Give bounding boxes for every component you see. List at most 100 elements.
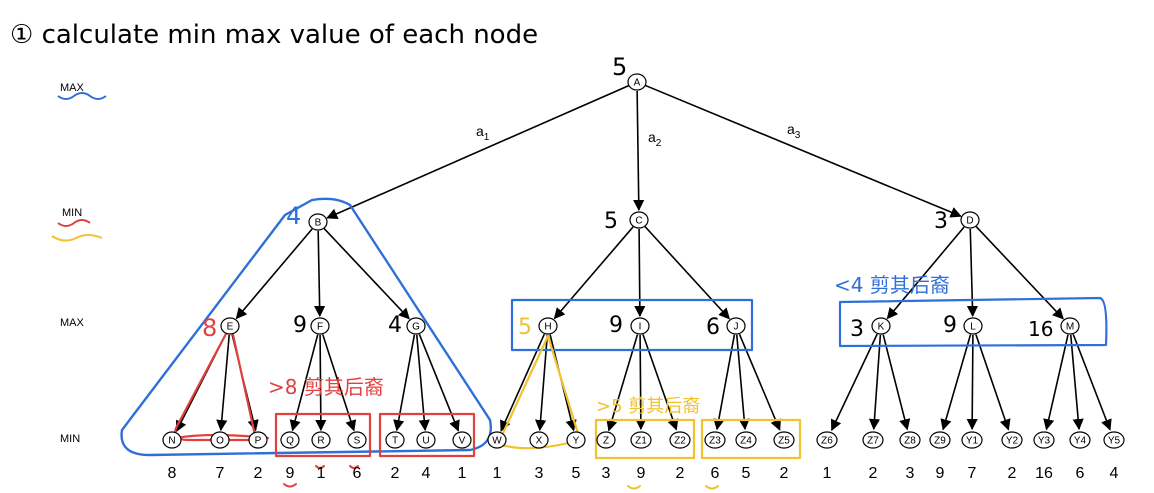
red-box-QRS: [274, 412, 372, 458]
max-underline: [57, 92, 107, 100]
node-value-M: 16: [1028, 317, 1053, 341]
node-value-K: 3: [850, 317, 864, 342]
edge-A-C: [633, 90, 645, 212]
node-Z6: Z6: [816, 431, 838, 449]
node-A: A: [627, 73, 647, 91]
node-value-E: 8: [202, 314, 217, 342]
red-mark-Q: [283, 483, 297, 488]
yellow-box-Z-Z2: [594, 418, 696, 460]
annotation-pruned-d: <4 剪其后裔: [834, 273, 950, 297]
node-Y4: Y4: [1069, 431, 1091, 449]
leaf-value-Z9: 9: [936, 465, 945, 482]
red-mark-R: [315, 465, 325, 469]
edge-G-U: [415, 334, 430, 432]
node-value-C: 5: [604, 209, 618, 234]
node-L: L: [963, 317, 983, 335]
annotation-pruned-i: >5 剪其后裔: [596, 396, 700, 417]
red-box-TUV: [378, 412, 476, 458]
edge-C-I: [634, 228, 646, 318]
node-label-B: B: [315, 218, 322, 229]
leaf-value-Z3: 6: [711, 465, 720, 482]
leaf-value-O: 7: [216, 465, 225, 482]
node-F: F: [310, 317, 330, 335]
node-label-J: J: [734, 322, 739, 333]
edge-K-Z6: [830, 333, 878, 432]
node-value-I: 9: [609, 313, 623, 338]
node-Q: Q: [280, 431, 300, 449]
yellow-box-Z3-Z5: [700, 418, 802, 460]
leaf-value-Y1: 7: [968, 465, 977, 482]
node-Z: Z: [596, 431, 616, 449]
node-I: I: [630, 317, 650, 335]
node-G: G: [406, 317, 426, 335]
node-label-X: X: [536, 436, 543, 447]
node-label-Q: Q: [286, 436, 294, 447]
node-label-C: C: [635, 216, 642, 227]
node-label-K: K: [878, 322, 885, 333]
yellow-mark-Z3: [705, 485, 719, 490]
node-label-Y4: Y4: [1074, 436, 1087, 447]
node-label-Z7: Z7: [867, 436, 879, 447]
leaf-value-Z: 3: [602, 465, 611, 482]
leaf-value-N: 8: [168, 465, 177, 482]
node-label-U: U: [422, 436, 429, 447]
leaf-value-V: 1: [458, 465, 467, 482]
node-Z4: Z4: [735, 431, 757, 449]
leaf-value-R: 1: [317, 465, 326, 482]
node-N: N: [162, 431, 182, 449]
edge-M-Y3: [1043, 334, 1069, 431]
edge-A-B: [326, 84, 630, 220]
node-Y2: Y2: [1001, 431, 1023, 449]
node-X: X: [529, 431, 549, 449]
level-label-min-1: MIN: [62, 207, 82, 219]
node-value-G: 4: [388, 313, 402, 338]
edge-B-E: [235, 228, 313, 320]
leaf-value-Q: 9: [286, 465, 295, 482]
node-value-F: 9: [293, 313, 307, 338]
node-Y1: Y1: [961, 431, 983, 449]
leaf-value-S: 6: [353, 465, 362, 482]
node-label-W: W: [492, 436, 502, 447]
node-label-Y5: Y5: [1108, 436, 1121, 447]
node-label-Z5: Z5: [778, 436, 790, 447]
node-label-H: H: [544, 322, 551, 333]
node-Y5: Y5: [1103, 431, 1125, 449]
node-S: S: [347, 431, 367, 449]
node-label-Z: Z: [603, 436, 609, 447]
yellow-triangle-H: [496, 334, 582, 450]
node-V: V: [452, 431, 472, 449]
node-Z5: Z5: [773, 431, 795, 449]
node-C: C: [629, 211, 649, 229]
red-triangle-E: [174, 328, 258, 442]
node-label-Y2: Y2: [1006, 436, 1019, 447]
leaf-value-Z8: 3: [906, 465, 915, 482]
tree-edges: [175, 84, 1112, 433]
edge-D-M: [975, 225, 1064, 320]
edge-C-J: [644, 226, 731, 320]
node-value-H: 5: [518, 315, 532, 340]
edge-J-Z5: [738, 333, 781, 431]
edge-B-G: [323, 228, 410, 320]
leaf-value-W: 1: [493, 465, 502, 482]
node-label-F: F: [317, 322, 323, 333]
edge-M-Y5: [1072, 334, 1112, 431]
node-label-Z4: Z4: [740, 436, 752, 447]
node-label-V: V: [459, 436, 466, 447]
red-mark-S: [349, 465, 359, 469]
node-R: R: [311, 431, 331, 449]
edge-L-Z9: [940, 334, 972, 431]
node-label-Z9: Z9: [934, 436, 946, 447]
node-label-I: I: [639, 322, 642, 333]
edge-H-W: [500, 333, 546, 432]
node-value-J: 6: [706, 315, 720, 340]
node-Z8: Z8: [899, 431, 921, 449]
leaf-value-Z6: 1: [823, 465, 832, 482]
yellow-mark-Z1: [627, 485, 641, 490]
node-label-Z6: Z6: [821, 436, 833, 447]
node-Y: Y: [566, 431, 586, 449]
blue-subtree-outline-B: [120, 197, 492, 457]
node-Z3: Z3: [704, 431, 726, 449]
leaf-value-Z7: 2: [869, 465, 878, 482]
node-Z9: Z9: [929, 431, 951, 449]
